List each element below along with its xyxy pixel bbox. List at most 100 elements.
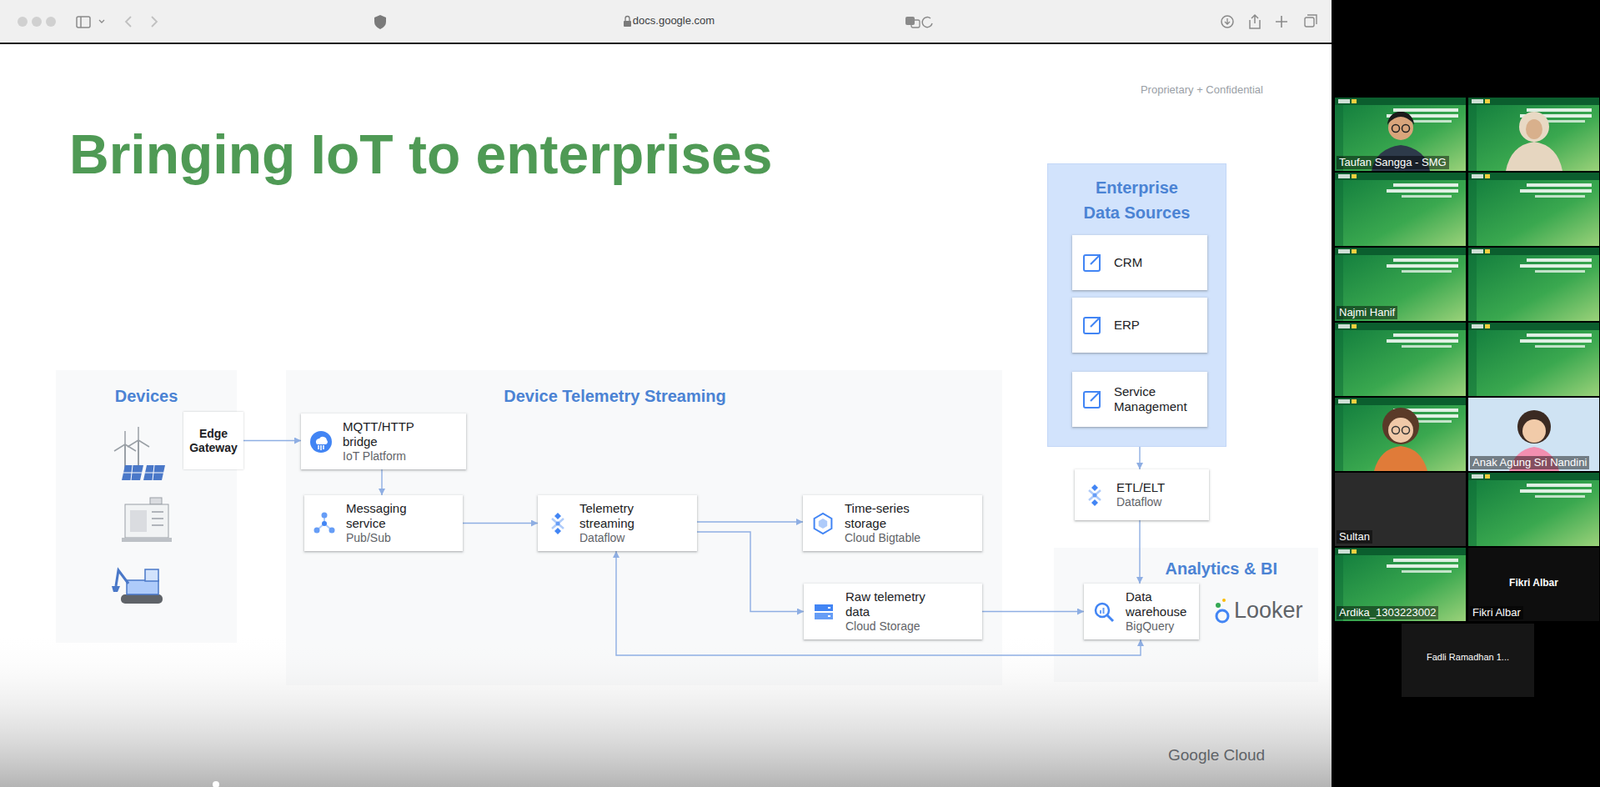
browser-toolbar	[17, 16, 28, 27]
generator-icon	[121, 537, 172, 542]
browser-toolbar	[374, 15, 387, 30]
participant-sidebar	[1331, 0, 1600, 787]
browser-toolbar	[625, 16, 630, 22]
address-bar-url: docs.google.com	[583, 14, 764, 28]
service-icon-part	[1091, 484, 1099, 492]
service-icon-part	[814, 612, 833, 620]
connector-arrow	[1138, 446, 1140, 470]
group-heading: Device Telemetry Streaming	[285, 370, 1003, 409]
participant-sidebar	[1468, 247, 1600, 322]
text-column: Raw telemetry dataCloud Storage	[845, 589, 929, 634]
service-icon	[1080, 387, 1104, 412]
box-title: Data warehouse	[1125, 589, 1191, 620]
participant-sidebar	[1401, 623, 1535, 698]
footer-brand: Google Cloud	[1168, 746, 1265, 766]
box-subtitle: Dataflow	[579, 531, 673, 546]
text-column: ETL/ELTDataflow	[1116, 480, 1165, 510]
connector-group	[243, 441, 1141, 657]
service-box: Time-series storageCloud Bigtable	[802, 495, 983, 552]
service-icon-part	[318, 445, 324, 451]
video-bottom-fade	[0, 633, 1332, 787]
browser-toolbar	[623, 20, 632, 27]
box-title: MQTT/HTTP bridge	[342, 419, 437, 450]
browser-toolbar	[31, 16, 42, 27]
connector-arrow	[697, 531, 804, 612]
browser-toolbar	[922, 17, 933, 28]
box-title: Raw telemetry data	[845, 589, 929, 620]
service-icon-part	[1090, 255, 1100, 265]
browser-toolbar	[1221, 15, 1234, 28]
text-column: Time-series storageCloud Bigtable	[844, 501, 938, 546]
service-box: Raw telemetry dataCloud Storage	[803, 583, 983, 640]
excavator-icon	[115, 570, 129, 587]
box-subtitle: IoT Platform	[342, 449, 437, 464]
wind-solar-icon	[114, 426, 166, 481]
browser-toolbar	[0, 0, 1332, 45]
service-icon-part	[1088, 490, 1101, 501]
box-title: Messaging service	[346, 501, 440, 532]
participant-sidebar	[1334, 472, 1466, 547]
participant-sidebar	[1519, 111, 1550, 142]
browser-toolbar	[0, 42, 1332, 45]
participant-sidebar	[1505, 141, 1563, 171]
participant-sidebar	[1388, 417, 1414, 443]
slide-background	[0, 44, 1332, 787]
looker-logo	[1222, 598, 1226, 602]
participant-name: Anak Agung Sri Nandini	[1469, 456, 1590, 470]
service-icon-part	[314, 526, 321, 533]
box-title: CRM	[1113, 255, 1143, 271]
excavator-icon	[111, 569, 163, 604]
looker-wordmark: Looker	[1233, 596, 1304, 624]
participant-placeholder: Fikri Albar	[1468, 576, 1600, 589]
participant-sidebar	[1392, 426, 1400, 435]
service-icon-part	[1099, 610, 1102, 614]
service-icon-part	[554, 527, 562, 535]
service-icon-part	[1091, 499, 1099, 507]
service-icon	[312, 511, 337, 536]
excavator-icon	[126, 580, 159, 595]
service-icon-part	[814, 513, 833, 534]
participant-sidebar	[1517, 410, 1551, 444]
wind-solar-icon	[123, 465, 164, 481]
box-subtitle: Dataflow	[1116, 495, 1165, 510]
source-panel: Enterprise Data SourcesCRMERPService Man…	[1047, 163, 1227, 447]
service-box: ETL/ELTDataflow	[1074, 469, 1209, 521]
connector-arrow	[243, 440, 301, 442]
service-icon-part	[1093, 492, 1098, 497]
service-icon-part	[1083, 317, 1100, 334]
participant-sidebar	[1468, 547, 1600, 622]
generator-icon	[151, 511, 164, 526]
service-icon-part	[1090, 391, 1100, 402]
browser-toolbar	[911, 20, 920, 28]
service-icon-part	[321, 511, 328, 518]
browser-toolbar	[1304, 17, 1315, 27]
video-bottom-fade	[0, 633, 1332, 787]
participant-placeholder: Fadli Ramadhan 1...	[1401, 652, 1535, 663]
service-icon-part	[1095, 603, 1109, 617]
browser-toolbar	[76, 16, 91, 28]
service-icon-part	[1107, 615, 1114, 622]
browser-toolbar	[1249, 15, 1260, 29]
participant-sidebar	[1402, 426, 1410, 435]
participant-sidebar	[1468, 322, 1600, 397]
service-icon	[1092, 600, 1116, 624]
service-icon-part	[827, 615, 831, 617]
generator-icon	[130, 510, 147, 532]
generator-icon	[150, 497, 162, 505]
text-column: Messaging servicePub/Sub	[346, 501, 440, 546]
service-icon	[812, 600, 836, 624]
participant-sidebar	[1334, 172, 1466, 246]
service-icon	[1083, 483, 1107, 507]
service-icon	[546, 511, 570, 536]
excavator-icon	[145, 569, 159, 582]
wind-solar-icon	[114, 431, 136, 452]
service-icon-part	[814, 604, 833, 612]
connector-arrow	[697, 521, 803, 522]
service-icon-part	[551, 518, 564, 529]
participant-sidebar	[1334, 247, 1466, 322]
box-subtitle: Cloud Storage	[845, 619, 929, 634]
participant-sidebar	[1468, 172, 1600, 246]
box-subtitle: BigQuery	[1125, 619, 1191, 634]
service-icon	[1080, 250, 1104, 275]
